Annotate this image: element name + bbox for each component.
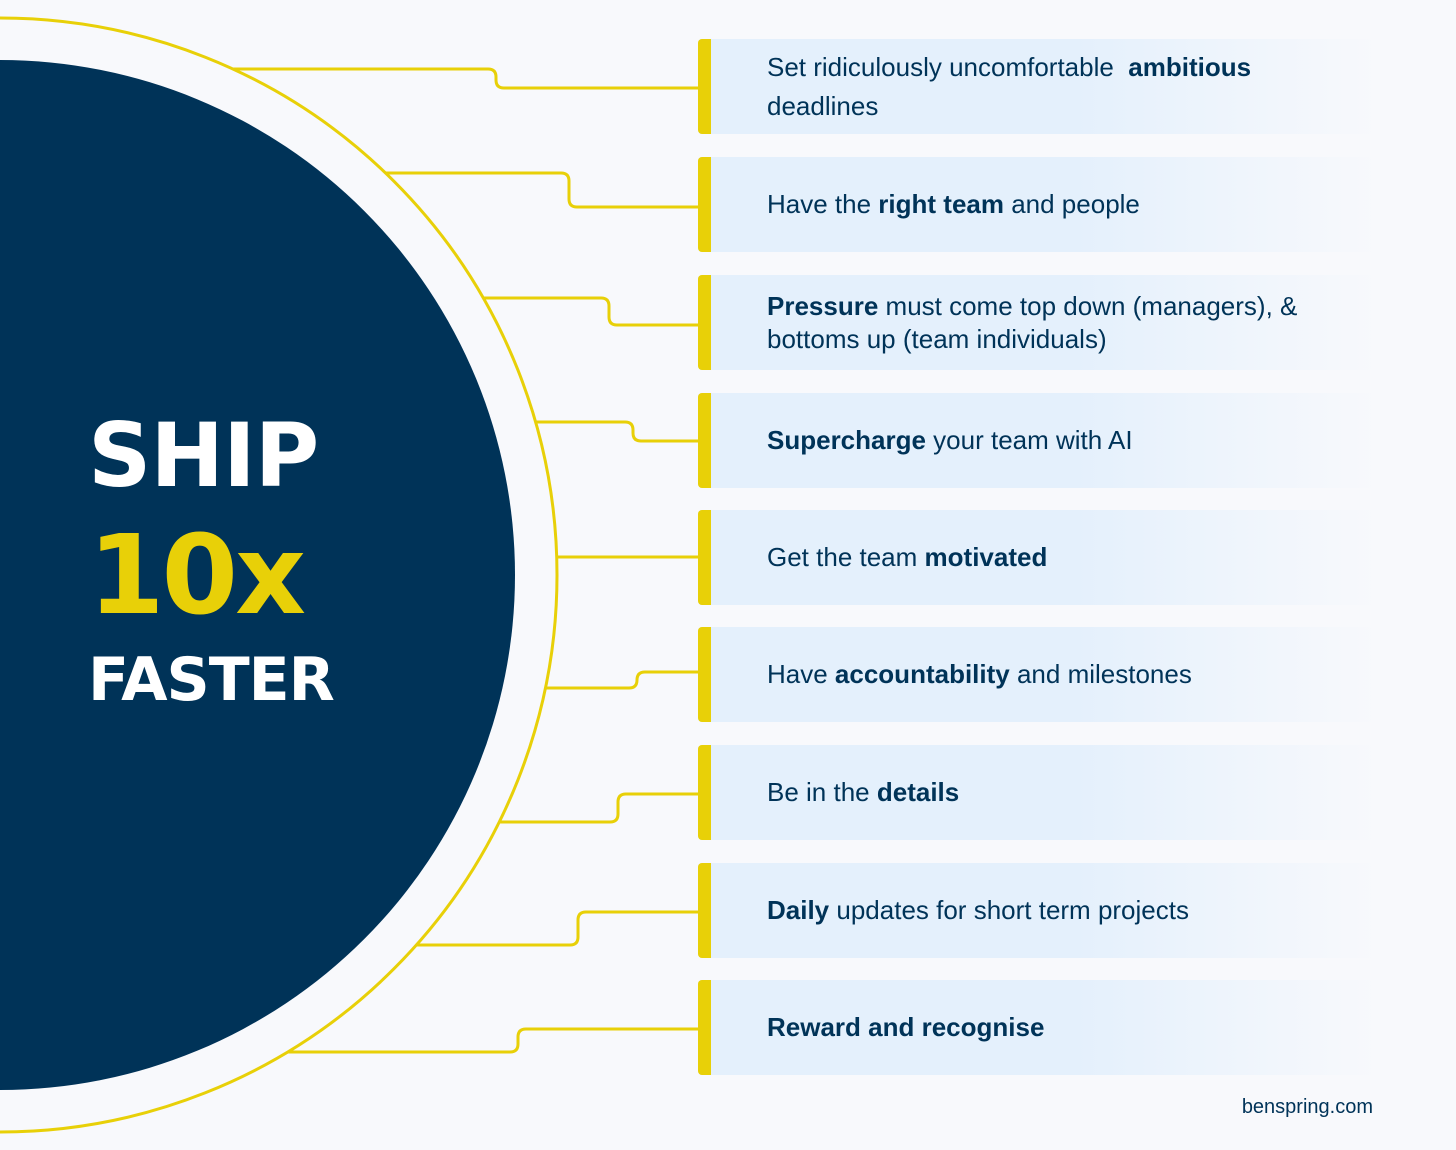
card-accent-bar — [698, 275, 711, 370]
card-accent-bar — [698, 157, 711, 252]
connector-line-8 — [416, 910, 698, 947]
tip-text-bold: Reward and recognise — [767, 1012, 1045, 1042]
tip-text: Have accountability and milestones — [767, 655, 1192, 694]
tip-card-6: Have accountability and milestones — [698, 627, 1380, 722]
card-accent-bar — [698, 745, 711, 840]
tip-text-regular: and milestones — [1009, 659, 1192, 689]
tip-text: Pressure must come top down (managers), … — [767, 290, 1356, 356]
card-accent-bar — [698, 980, 711, 1075]
tip-card-1: Set ridiculously uncomfortable ambitious… — [698, 39, 1380, 134]
tip-text-bold: Pressure — [767, 290, 879, 321]
tip-card-3: Pressure must come top down (managers), … — [698, 275, 1380, 370]
tip-text: Supercharge your team with AI — [767, 421, 1133, 460]
tip-text: Set ridiculously uncomfortable ambitious… — [767, 48, 1356, 126]
tip-text: Reward and recognise — [767, 1008, 1044, 1047]
tip-text: Daily updates for short term projects — [767, 891, 1189, 930]
tip-text-regular: Set ridiculously uncomfortable — [767, 51, 1122, 82]
connector-line-9 — [287, 1027, 698, 1054]
tip-text-bold: Daily — [767, 895, 830, 925]
headline-ship: SHIP — [88, 404, 319, 507]
tip-text-bold: motivated — [924, 542, 1048, 572]
tip-text-regular: Be in the — [767, 777, 877, 807]
tip-text-bold: right team — [878, 189, 1004, 219]
tip-text-bold: accountability — [834, 659, 1010, 689]
tip-text-bold: Supercharge — [767, 425, 926, 455]
tip-text: Be in the details — [767, 773, 959, 812]
central-disc — [0, 60, 515, 1090]
card-accent-bar — [698, 39, 711, 134]
connector-line-4 — [535, 420, 698, 443]
tip-text-regular: Have the — [767, 189, 879, 219]
tip-card-4: Supercharge your team with AI — [698, 393, 1380, 488]
tip-text-regular: must come top down (managers), & bottoms… — [767, 290, 1298, 354]
tip-card-7: Be in the details — [698, 745, 1380, 840]
connector-line-1 — [232, 67, 698, 90]
card-accent-bar — [698, 510, 711, 605]
tip-card-8: Daily updates for short term projects — [698, 863, 1380, 958]
card-accent-bar — [698, 627, 711, 722]
tip-text-regular: deadlines — [767, 90, 879, 121]
connector-line-3 — [483, 296, 698, 327]
tip-text-regular: updates for short term projects — [829, 895, 1189, 925]
connector-line-7 — [499, 792, 698, 824]
card-accent-bar — [698, 393, 711, 488]
outer-ring — [0, 16, 559, 1134]
tip-text: Get the team motivated — [767, 538, 1047, 577]
footer-credit: benspring.com — [1241, 1096, 1373, 1118]
tip-text-bold: ambitious — [1121, 51, 1252, 82]
connector-line-2 — [385, 171, 698, 209]
tip-text-bold: details — [876, 777, 960, 807]
headline-faster: FASTER — [88, 645, 335, 715]
connector-line-6 — [545, 670, 698, 690]
tip-text-regular: and people — [1003, 189, 1140, 219]
tip-text-regular: Have — [767, 659, 835, 689]
tip-card-5: Get the team motivated — [698, 510, 1380, 605]
tip-text-regular: Get the team — [767, 542, 925, 572]
tip-text-regular: your team with AI — [925, 425, 1133, 455]
tip-card-2: Have the right team and people — [698, 157, 1380, 252]
headline-10x: 10x — [88, 511, 306, 639]
connector-lines — [232, 67, 698, 1054]
card-accent-bar — [698, 863, 711, 958]
tip-text: Have the right team and people — [767, 185, 1140, 224]
tip-card-9: Reward and recognise — [698, 980, 1380, 1075]
